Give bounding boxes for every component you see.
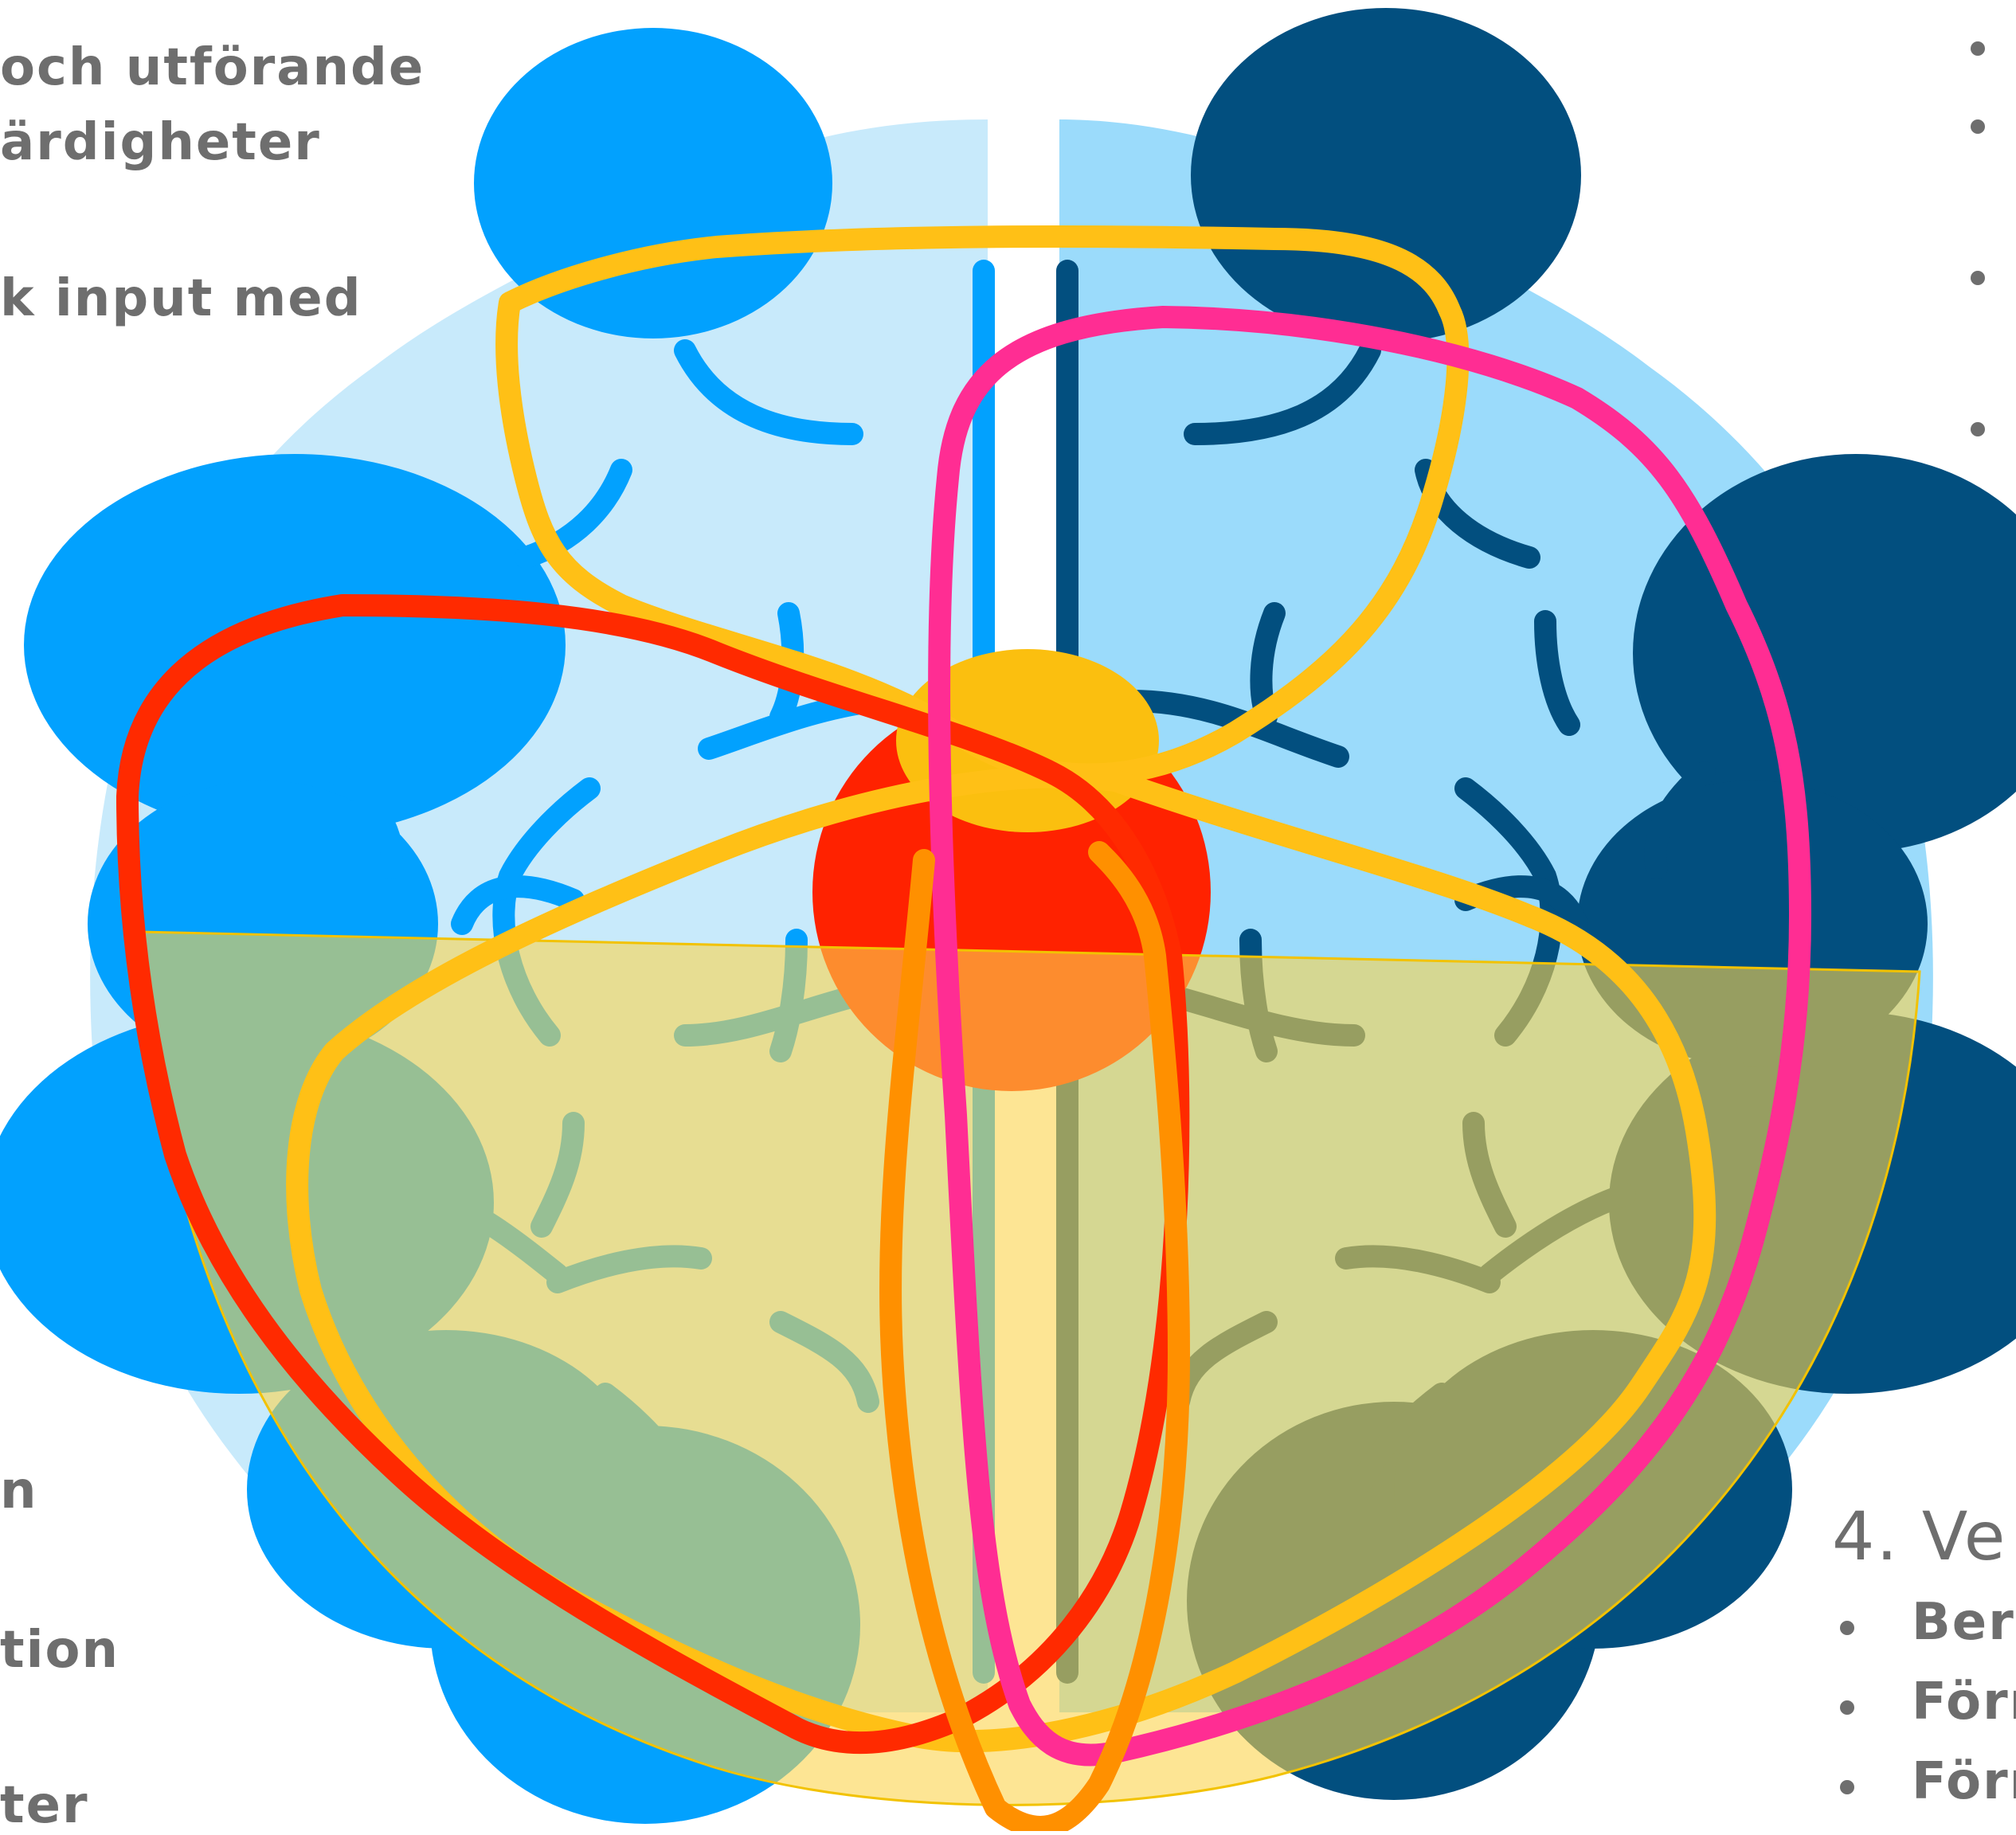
left-text-line-3: k input med [0,269,362,328]
left-text-line-5: tion [0,1621,119,1680]
right-item-2: Förr [1912,1673,2016,1731]
left-text-line-6: ter [0,1776,89,1835]
right-bullet-dot [1971,422,1985,436]
right-section-heading: 4. Ve [1832,1497,2006,1575]
right-item-3: Förr [1912,1752,2016,1811]
right-item-1: Berö [1912,1593,2016,1652]
right-item-bullet [1840,1621,1854,1635]
left-text-line-1: och utförande [0,38,425,97]
right-bullet-dot [1971,41,1985,56]
right-bullet-dot [1971,119,1985,134]
right-item-bullet [1840,1780,1854,1794]
right-bullet-dot [1971,271,1985,285]
right-item-bullet [1840,1700,1854,1715]
left-text-line-4: n [0,1461,38,1520]
left-text-line-2: ärdigheter [0,113,321,172]
